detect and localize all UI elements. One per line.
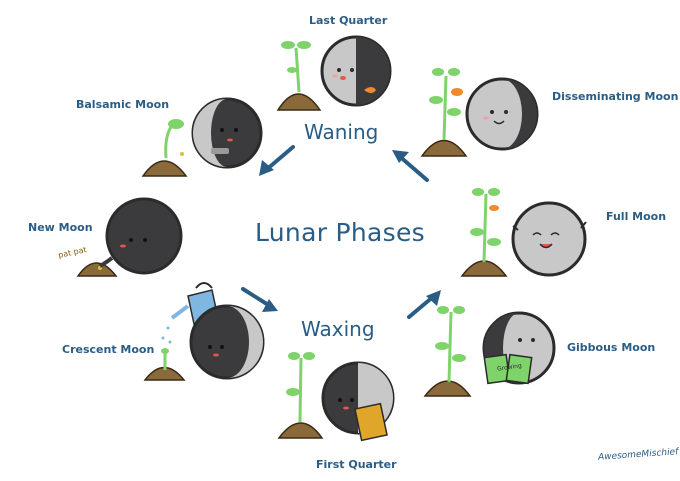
soil-mound bbox=[420, 139, 468, 157]
moon-icon bbox=[191, 97, 263, 169]
balsamic-scene bbox=[141, 97, 263, 177]
soil-mound bbox=[276, 93, 322, 111]
new-moon-scene bbox=[76, 197, 183, 277]
arrow-waning-right bbox=[392, 150, 429, 182]
moon-icon bbox=[511, 201, 587, 277]
arrow-waning-left bbox=[259, 145, 295, 176]
moon-icon bbox=[320, 35, 392, 107]
first-quarter-scene bbox=[277, 352, 395, 442]
arrow-waxing-right bbox=[407, 290, 441, 319]
moon-icon bbox=[321, 361, 395, 442]
label-balsamic: Balsamic Moon bbox=[76, 98, 170, 111]
sprout-icon bbox=[164, 119, 184, 159]
label-disseminating: Disseminating Moon bbox=[552, 90, 679, 103]
sprout-icon bbox=[435, 306, 466, 383]
moon-icon bbox=[189, 304, 265, 380]
soil-mound bbox=[423, 380, 472, 397]
moon-icon bbox=[482, 311, 556, 385]
sprout-icon bbox=[281, 41, 311, 93]
waxing-label: Waxing bbox=[301, 317, 375, 341]
sprout-icon bbox=[470, 188, 501, 263]
gibbous-scene bbox=[423, 306, 556, 397]
soil-mound bbox=[76, 262, 118, 277]
notebook-icon bbox=[354, 402, 388, 442]
sprout-icon bbox=[286, 352, 315, 423]
sprout-icon bbox=[429, 68, 463, 141]
label-crescent: Crescent Moon bbox=[62, 343, 155, 356]
label-gibbous: Gibbous Moon bbox=[567, 341, 656, 354]
soil-mound bbox=[460, 260, 508, 277]
arrow-waxing-left bbox=[241, 287, 278, 312]
soil-mound bbox=[143, 366, 186, 381]
label-full-moon: Full Moon bbox=[606, 210, 667, 223]
sprout-icon bbox=[161, 348, 169, 370]
last-quarter-scene bbox=[276, 35, 392, 111]
book-icon bbox=[483, 353, 533, 385]
moon-icon bbox=[465, 77, 539, 151]
label-new-moon: New Moon bbox=[28, 221, 93, 234]
label-last-quarter: Last Quarter bbox=[309, 14, 388, 27]
soil-mound bbox=[277, 422, 324, 439]
label-first-quarter: First Quarter bbox=[316, 458, 397, 471]
crescent-scene bbox=[143, 282, 265, 381]
moon-icon bbox=[99, 197, 183, 275]
disseminating-scene bbox=[420, 68, 539, 157]
waning-label: Waning bbox=[304, 120, 379, 144]
full-moon-scene bbox=[460, 188, 587, 277]
soil-mound bbox=[141, 160, 188, 177]
diagram-title: Lunar Phases bbox=[255, 218, 425, 247]
